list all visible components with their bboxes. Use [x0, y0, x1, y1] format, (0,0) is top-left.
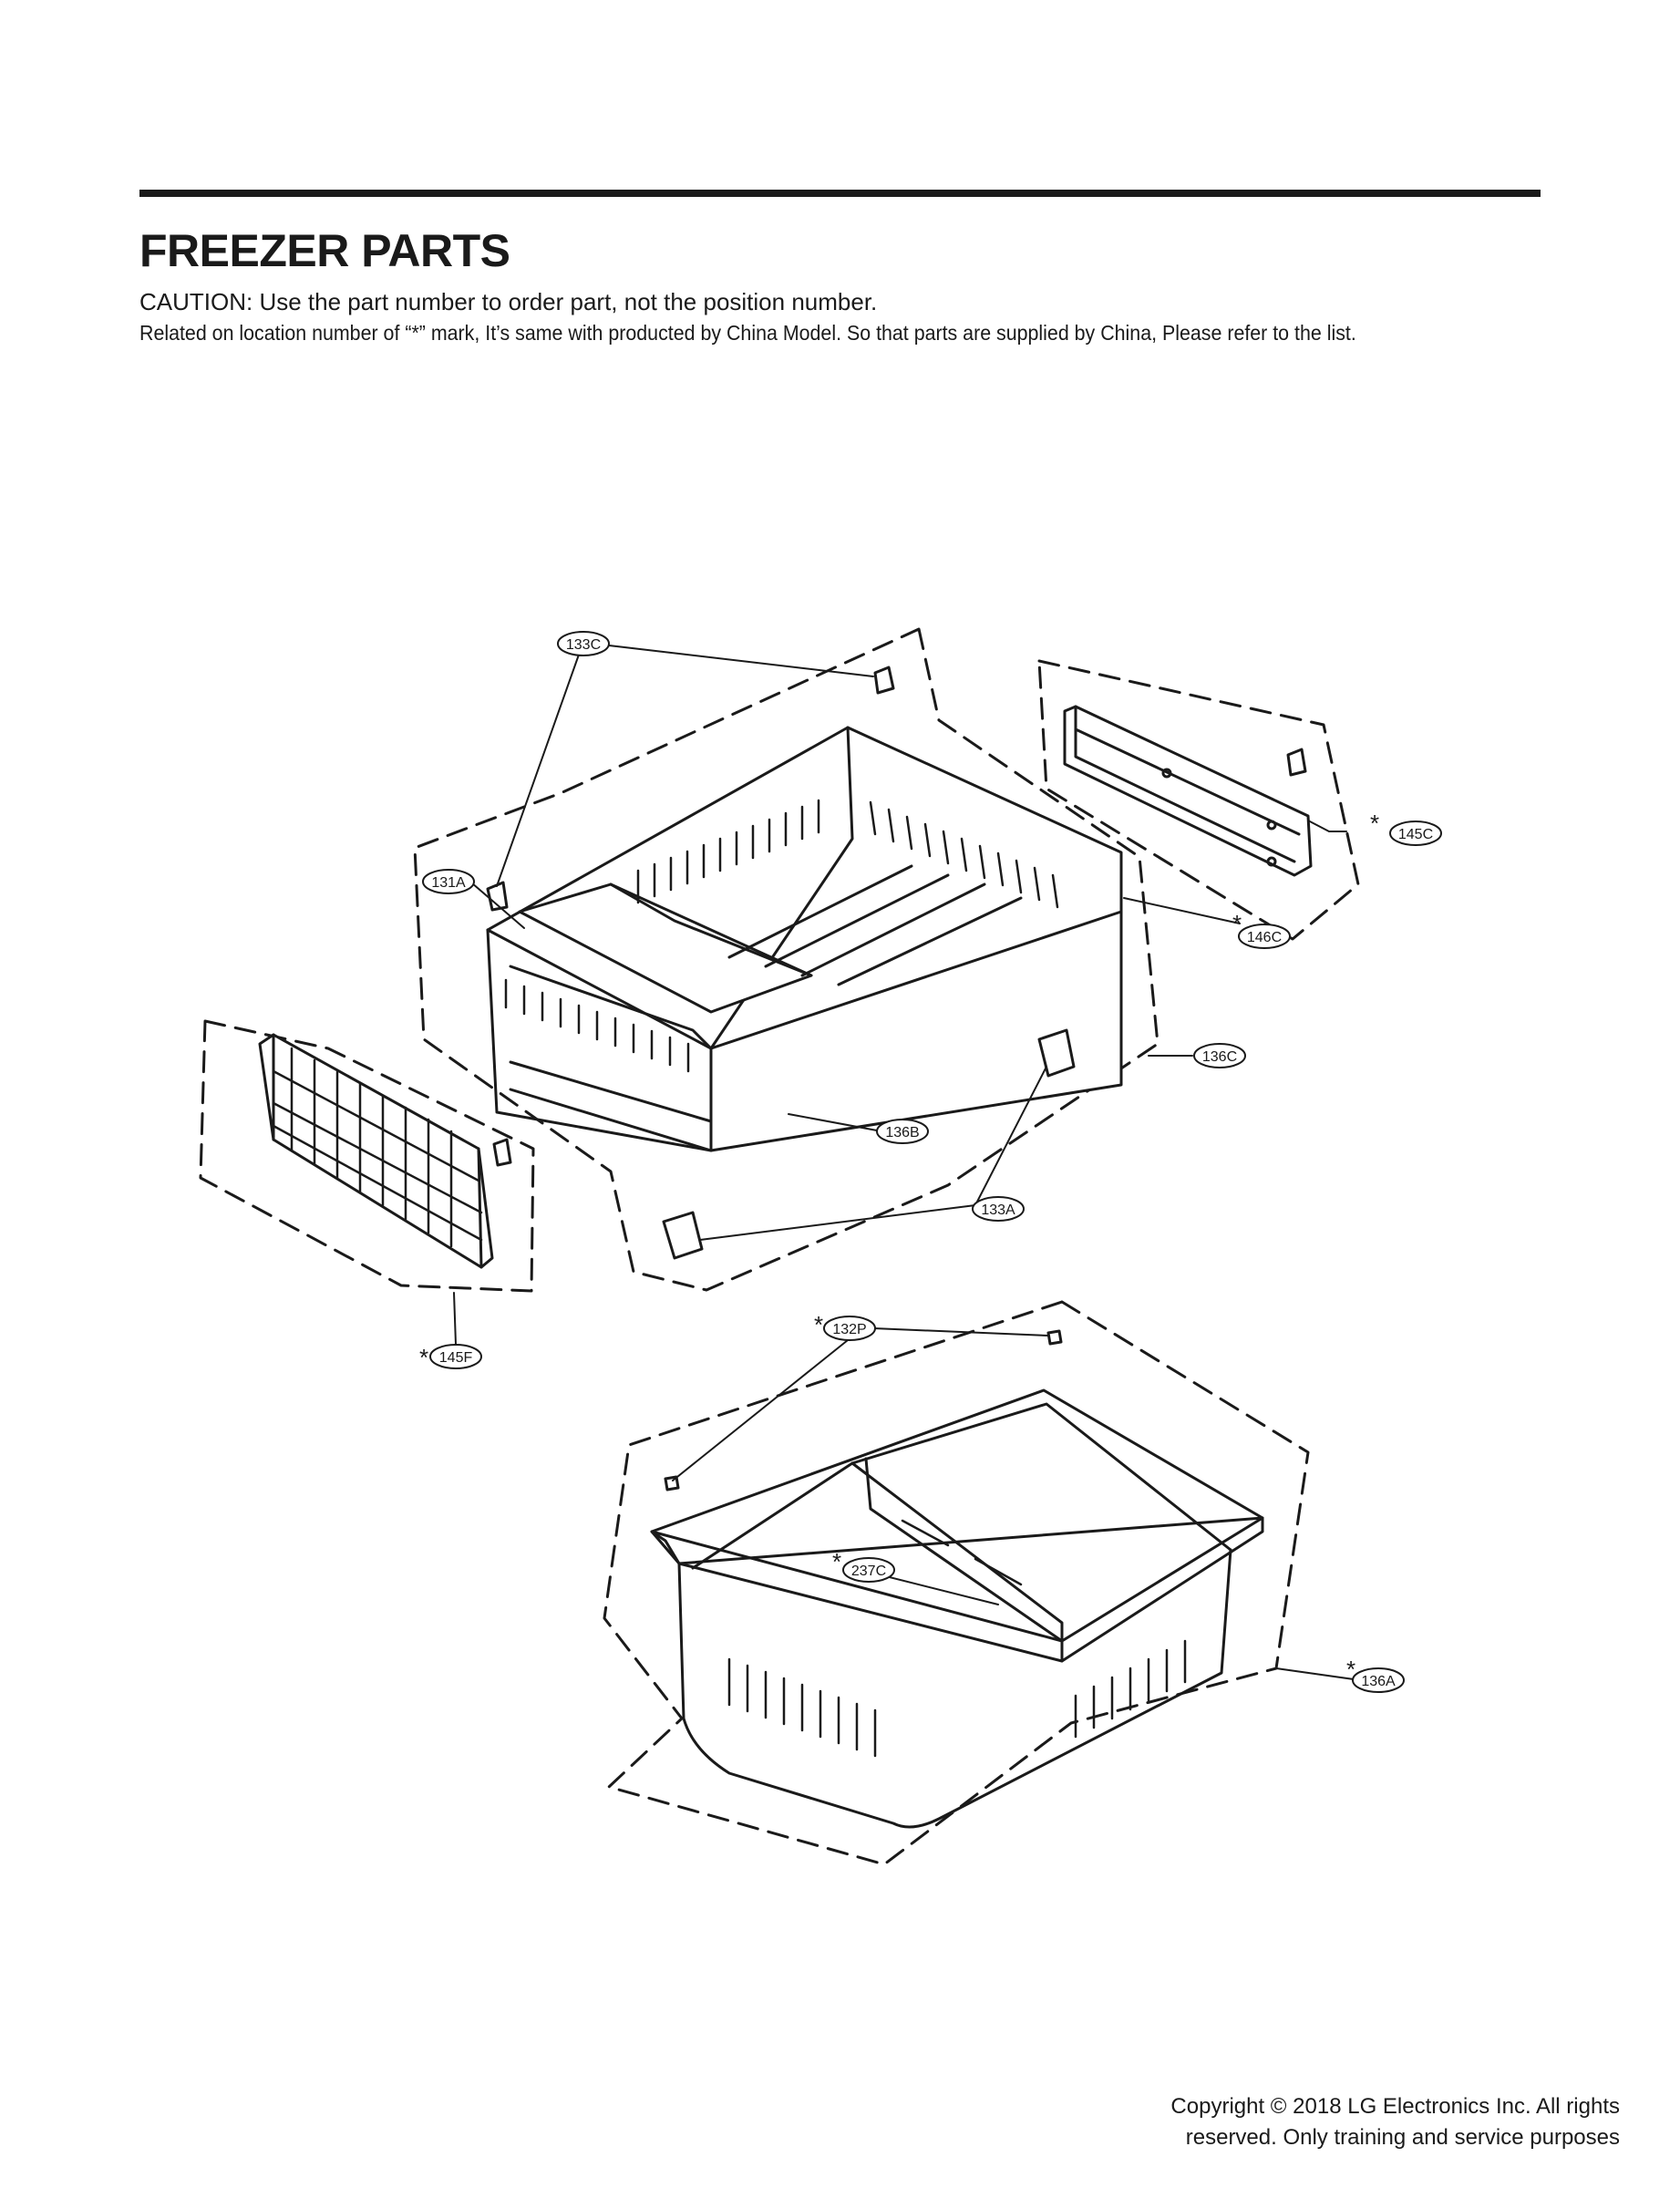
related-note: Related on location number of “*” mark, …: [139, 321, 1356, 345]
copyright-line-2: reserved. Only training and service purp…: [1185, 2125, 1620, 2150]
callout-145F: * 145F: [419, 1344, 482, 1371]
group-boundary-drawer: [413, 627, 1160, 1292]
group-boundary-cover: [199, 1019, 535, 1293]
svg-text:131A: 131A: [431, 875, 466, 891]
callout-132P: * 132P: [814, 1311, 876, 1341]
rail-part: [1063, 705, 1313, 877]
svg-text:*: *: [832, 1548, 841, 1575]
callout-133A: 133A: [972, 1196, 1025, 1222]
svg-text:237C: 237C: [851, 1564, 886, 1579]
svg-text:136C: 136C: [1202, 1049, 1237, 1065]
svg-text:*: *: [419, 1344, 428, 1371]
svg-text:*: *: [1346, 1656, 1355, 1683]
svg-text:132P: 132P: [832, 1322, 866, 1337]
svg-text:133A: 133A: [981, 1202, 1015, 1218]
svg-text:145F: 145F: [439, 1350, 473, 1366]
callout-133C: 133C: [557, 631, 610, 656]
svg-text:*: *: [814, 1311, 823, 1338]
group-boundary-basket: [603, 1300, 1310, 1866]
drawer-part: [486, 726, 1123, 1152]
svg-text:145C: 145C: [1398, 827, 1433, 842]
callout-136A: * 136A: [1346, 1656, 1405, 1693]
svg-text:*: *: [1232, 910, 1242, 937]
svg-text:146C: 146C: [1247, 930, 1282, 945]
copyright-line-1: Copyright © 2018 LG Electronics Inc. All…: [1170, 2094, 1620, 2119]
group-boundary-rail: [1037, 659, 1360, 941]
callout-146C: * 146C: [1232, 910, 1291, 949]
svg-text:*: *: [1370, 810, 1379, 837]
svg-text:136B: 136B: [885, 1125, 919, 1140]
svg-text:136A: 136A: [1361, 1674, 1396, 1689]
copyright-notice: Copyright © 2018 LG Electronics Inc. All…: [1170, 2091, 1620, 2153]
callout-136B: 136B: [876, 1119, 929, 1144]
page-title: FREEZER PARTS: [139, 225, 510, 276]
svg-text:133C: 133C: [566, 637, 601, 653]
caution-note: CAUTION: Use the part number to order pa…: [139, 288, 878, 315]
header-rule: [139, 190, 1541, 197]
callout-136C: 136C: [1193, 1043, 1246, 1068]
basket-part: [650, 1388, 1264, 1829]
clip-parts: [486, 666, 1307, 1491]
callout-131A: 131A: [422, 869, 475, 894]
callout-145C: * 145C: [1370, 810, 1442, 846]
callout-237C: * 237C: [832, 1548, 895, 1583]
cover-part: [258, 1033, 494, 1269]
